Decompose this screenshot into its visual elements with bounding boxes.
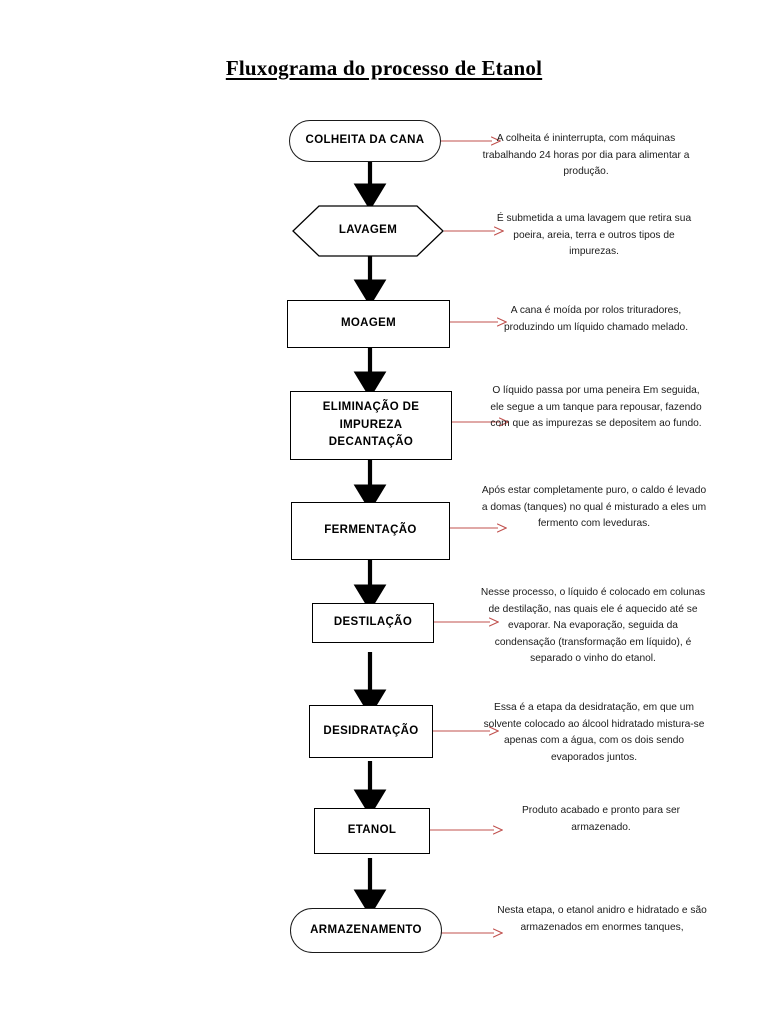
flow-node-moagem[interactable]: MOAGEM	[287, 300, 450, 348]
flow-node-desidratacao[interactable]: DESIDRATAÇÃO	[309, 705, 433, 758]
annotation-moagem: A cana é moída por rolos trituradores, p…	[503, 305, 689, 333]
annotation-fermentacao: Após estar completamente puro, o caldo é…	[481, 485, 707, 530]
page-title: Fluxograma do processo de Etanol	[225, 56, 543, 80]
flow-node-fermentacao[interactable]: FERMENTAÇÃO	[291, 502, 450, 560]
annotation-etanol: Produto acabado e pronto para ser armaze…	[521, 805, 681, 833]
flow-node-desidratacao-label: DESIDRATAÇÃO	[323, 724, 419, 737]
annotation-colheita: A colheita é ininterrupta, com máquinas …	[482, 133, 690, 178]
annotation-lavagem: É submetida a uma lavagem que retira sua…	[496, 213, 692, 258]
flow-node-lavagem[interactable]: LAVAGEM	[292, 205, 444, 257]
annotation-armazenamento: Nesta etapa, o etanol anidro e hidratado…	[497, 905, 707, 933]
flow-node-etanol-label: ETANOL	[347, 824, 397, 837]
annotation-destilacao: Nesse processo, o líquido é colocado em …	[480, 587, 706, 665]
flow-node-eliminacao-impureza-label: ELIMINAÇÃO DE IMPUREZA DECANTAÇÃO	[322, 400, 420, 449]
flow-node-lavagem-label: LAVAGEM	[338, 224, 398, 237]
flow-node-eliminacao-impureza[interactable]: ELIMINAÇÃO DE IMPUREZA DECANTAÇÃO	[290, 391, 452, 460]
flow-node-destilacao[interactable]: DESTILAÇÃO	[312, 603, 434, 643]
flow-node-armazenamento-label: ARMAZENAMENTO	[310, 923, 422, 936]
flow-node-moagem-label: MOAGEM	[340, 317, 397, 330]
flow-node-armazenamento[interactable]: ARMAZENAMENTO	[290, 908, 442, 953]
flow-node-colheita[interactable]: COLHEITA DA CANA	[289, 120, 441, 162]
annotation-eliminacao-impureza: O líquido passa por uma peneira Em segui…	[490, 385, 702, 430]
flow-node-destilacao-label: DESTILAÇÃO	[333, 616, 413, 629]
flow-node-fermentacao-label: FERMENTAÇÃO	[324, 524, 417, 537]
flow-node-etanol[interactable]: ETANOL	[314, 808, 430, 854]
flow-node-colheita-label: COLHEITA DA CANA	[305, 134, 425, 147]
annotation-desidratacao: Essa é a etapa da desidratação, em que u…	[483, 702, 705, 763]
hexagon-shape	[292, 205, 444, 257]
